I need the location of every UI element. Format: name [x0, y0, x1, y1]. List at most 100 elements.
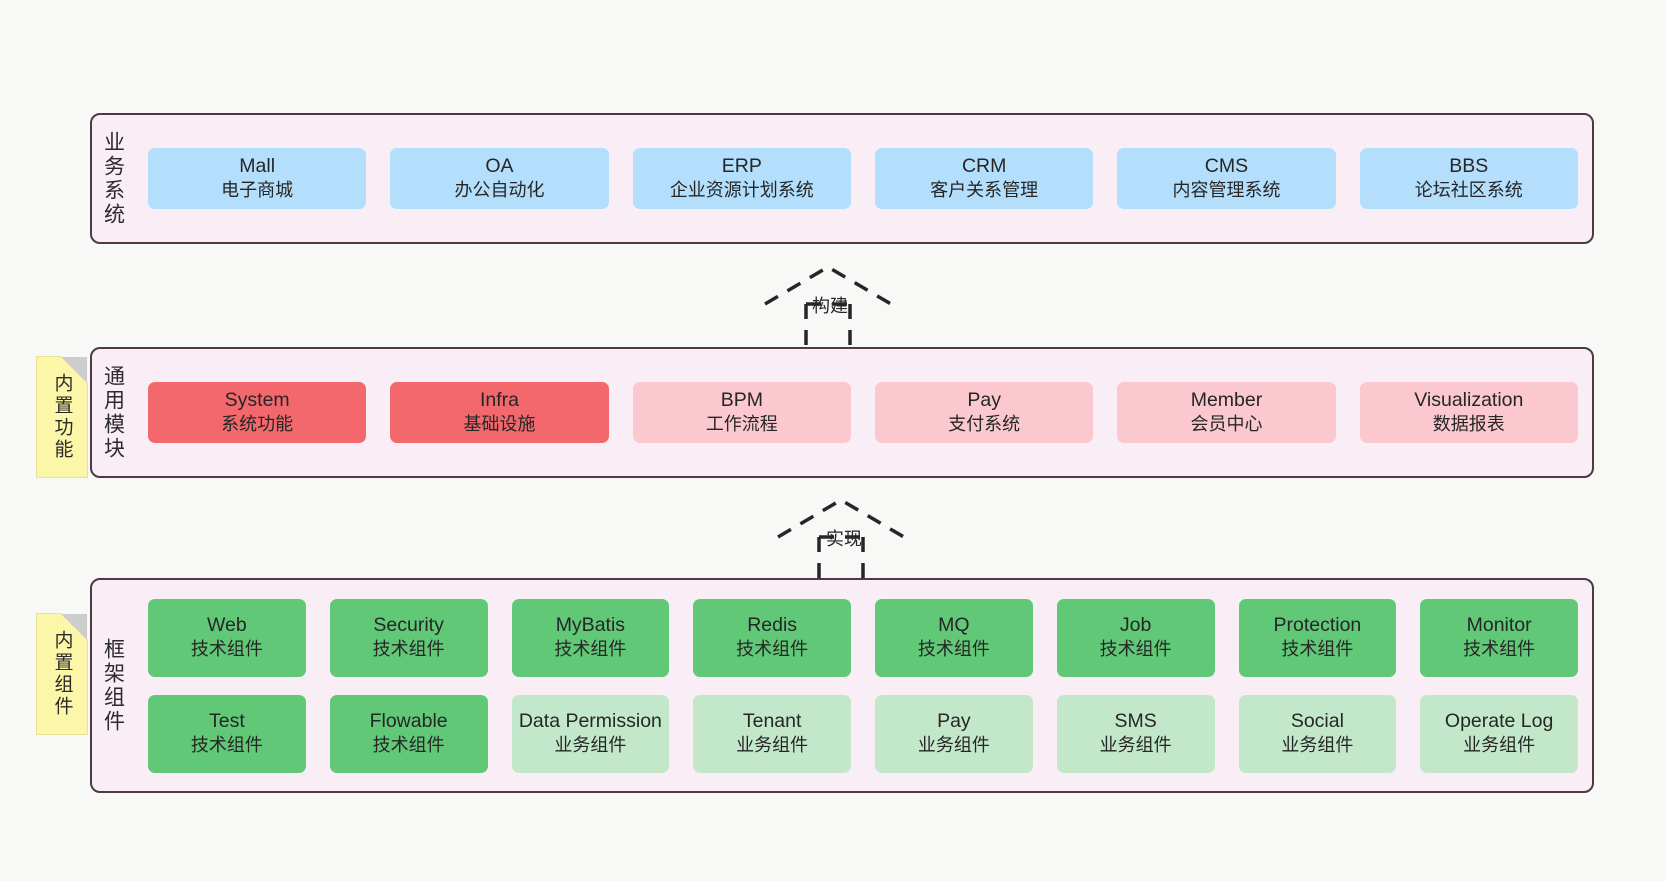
card-security[interactable]: Security 技术组件: [329, 598, 488, 677]
card-mq[interactable]: MQ 技术组件: [875, 598, 1033, 677]
card-bbs[interactable]: BBS 论坛社区系统: [1359, 147, 1578, 210]
card-infra-title: Infra: [479, 388, 519, 411]
card-job-title: Job: [1119, 613, 1152, 636]
card-redis[interactable]: Redis 技术组件: [693, 598, 851, 677]
card-member-subtitle: 会员中心: [1190, 414, 1263, 435]
card-protection[interactable]: Protection 技术组件: [1238, 598, 1397, 677]
card-pay-module-title: Pay: [967, 388, 1001, 411]
card-operate-log[interactable]: Operate Log 业务组件: [1420, 694, 1578, 773]
card-tenant-title: Tenant: [742, 709, 802, 732]
layer-common-modules: 通用模块 System 系统功能 Infra 基础设施 BPM 工作流程 Pay…: [90, 347, 1594, 478]
connector-implement-label: 实现: [826, 529, 862, 549]
card-system-title: System: [224, 388, 290, 411]
card-mall[interactable]: Mall 电子商城: [148, 147, 367, 210]
card-flowable[interactable]: Flowable 技术组件: [329, 694, 488, 773]
card-oa[interactable]: OA 办公自动化: [390, 147, 609, 210]
card-crm[interactable]: CRM 客户关系管理: [874, 147, 1094, 210]
card-pay-component-title: Pay: [937, 709, 971, 732]
note-builtin-features: 内置功能: [36, 356, 88, 478]
card-infra[interactable]: Infra 基础设施: [390, 381, 609, 444]
card-mybatis-subtitle: 技术组件: [554, 639, 627, 660]
layer-business-systems: 业务系统 Mall 电子商城 OA 办公自动化 ERP 企业资源计划系统 CRM…: [90, 113, 1594, 244]
connector-build-label: 构建: [812, 296, 848, 316]
card-pay-component-subtitle: 业务组件: [917, 735, 990, 756]
card-data-permission[interactable]: Data Permission 业务组件: [511, 694, 670, 773]
card-mq-title: MQ: [938, 613, 970, 636]
layer-business-systems-body: Mall 电子商城 OA 办公自动化 ERP 企业资源计划系统 CRM 客户关系…: [134, 115, 1592, 242]
card-monitor[interactable]: Monitor 技术组件: [1420, 598, 1578, 677]
card-system-subtitle: 系统功能: [221, 414, 294, 435]
layer-framework-components-label: 框架组件: [101, 637, 125, 734]
modules-card-row: System 系统功能 Infra 基础设施 BPM 工作流程 Pay 支付系统…: [148, 381, 1578, 444]
card-cms-subtitle: 内容管理系统: [1172, 180, 1281, 201]
business-card-row: Mall 电子商城 OA 办公自动化 ERP 企业资源计划系统 CRM 客户关系…: [148, 147, 1578, 210]
card-system[interactable]: System 系统功能: [148, 381, 367, 444]
layer-common-modules-body: System 系统功能 Infra 基础设施 BPM 工作流程 Pay 支付系统…: [134, 349, 1592, 476]
card-cms-title: CMS: [1204, 154, 1249, 177]
card-visualization[interactable]: Visualization 数据报表: [1359, 381, 1578, 444]
card-social-title: Social: [1290, 709, 1344, 732]
card-sms-subtitle: 业务组件: [1099, 735, 1172, 756]
card-bbs-title: BBS: [1449, 154, 1489, 177]
card-test[interactable]: Test 技术组件: [148, 694, 306, 773]
card-oa-subtitle: 办公自动化: [454, 180, 545, 201]
layer-common-modules-label: 通用模块: [101, 364, 125, 461]
generalization-arrow-implement-icon: [777, 497, 905, 585]
card-pay-module-subtitle: 支付系统: [948, 414, 1021, 435]
card-sms-title: SMS: [1114, 709, 1157, 732]
card-infra-subtitle: 基础设施: [463, 414, 536, 435]
card-flowable-title: Flowable: [369, 709, 448, 732]
card-redis-title: Redis: [747, 613, 798, 636]
card-erp-title: ERP: [721, 154, 762, 177]
card-protection-subtitle: 技术组件: [1281, 639, 1354, 660]
card-redis-subtitle: 技术组件: [736, 639, 809, 660]
card-tenant-subtitle: 业务组件: [736, 735, 809, 756]
card-pay-module[interactable]: Pay 支付系统: [874, 381, 1094, 444]
card-job-subtitle: 技术组件: [1099, 639, 1172, 660]
card-web[interactable]: Web 技术组件: [148, 598, 306, 677]
card-tenant[interactable]: Tenant 业务组件: [693, 694, 851, 773]
note-builtin-components: 内置组件: [36, 613, 88, 735]
connector-implement-arrow: [773, 495, 923, 585]
card-visualization-subtitle: 数据报表: [1432, 414, 1505, 435]
card-erp-subtitle: 企业资源计划系统: [669, 180, 814, 201]
card-bbs-subtitle: 论坛社区系统: [1414, 180, 1523, 201]
card-data-permission-title: Data Permission: [518, 709, 662, 732]
card-pay-component[interactable]: Pay 业务组件: [875, 694, 1033, 773]
framework-business-row: Test 技术组件 Flowable 技术组件 Data Permission …: [148, 694, 1578, 773]
card-protection-title: Protection: [1273, 613, 1362, 636]
note-builtin-features-text: 内置功能: [51, 373, 73, 461]
card-social[interactable]: Social 业务组件: [1238, 694, 1397, 773]
note-builtin-components-text: 内置组件: [51, 630, 73, 718]
card-mybatis[interactable]: MyBatis 技术组件: [511, 598, 670, 677]
card-crm-subtitle: 客户关系管理: [930, 180, 1039, 201]
card-web-subtitle: 技术组件: [190, 639, 263, 660]
card-security-title: Security: [373, 613, 444, 636]
framework-tech-row: Web 技术组件 Security 技术组件 MyBatis 技术组件 Redi…: [148, 598, 1578, 677]
card-social-subtitle: 业务组件: [1281, 735, 1354, 756]
card-mall-subtitle: 电子商城: [221, 180, 294, 201]
card-visualization-title: Visualization: [1414, 388, 1524, 411]
card-oa-title: OA: [485, 154, 514, 177]
card-member[interactable]: Member 会员中心: [1117, 381, 1336, 444]
card-operate-log-subtitle: 业务组件: [1463, 735, 1536, 756]
layer-business-systems-label: 业务系统: [101, 130, 125, 227]
card-sms[interactable]: SMS 业务组件: [1056, 694, 1215, 773]
card-test-title: Test: [208, 709, 245, 732]
card-bpm[interactable]: BPM 工作流程: [632, 381, 851, 444]
card-web-title: Web: [207, 613, 247, 636]
card-erp[interactable]: ERP 企业资源计划系统: [632, 147, 851, 210]
card-bpm-subtitle: 工作流程: [705, 414, 778, 435]
card-monitor-subtitle: 技术组件: [1463, 639, 1536, 660]
card-operate-log-title: Operate Log: [1444, 709, 1554, 732]
card-bpm-title: BPM: [720, 388, 763, 411]
card-test-subtitle: 技术组件: [190, 735, 263, 756]
card-job[interactable]: Job 技术组件: [1056, 598, 1215, 677]
card-member-title: Member: [1190, 388, 1263, 411]
connector-build-arrow: [760, 262, 910, 352]
card-cms[interactable]: CMS 内容管理系统: [1117, 147, 1336, 210]
layer-framework-components: 框架组件 Web 技术组件 Security 技术组件 MyBatis 技术组件…: [90, 578, 1594, 793]
card-mq-subtitle: 技术组件: [917, 639, 990, 660]
card-data-permission-subtitle: 业务组件: [554, 735, 627, 756]
